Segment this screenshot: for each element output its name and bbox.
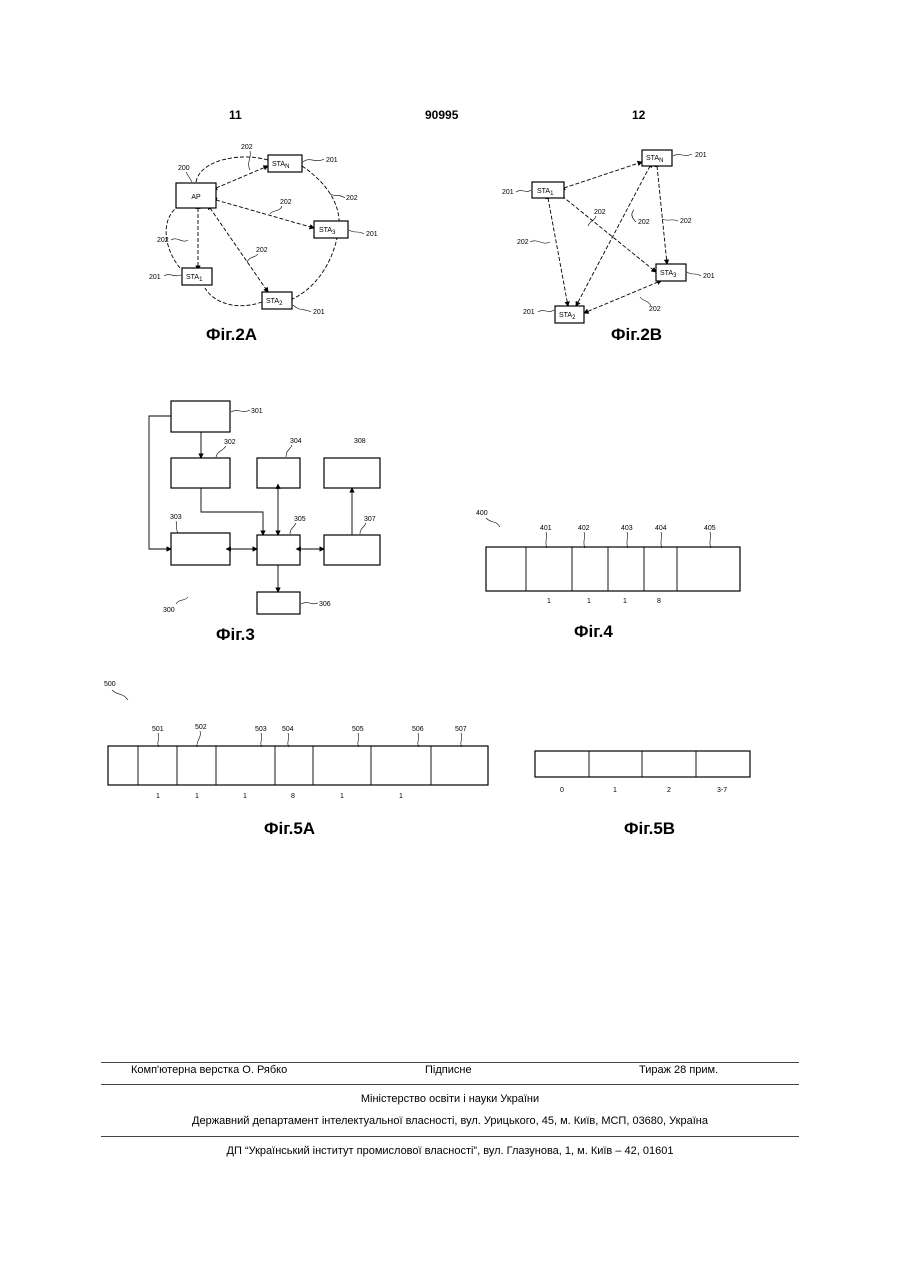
- ref-308: 308: [354, 438, 366, 445]
- typesetting-credit: Комп'ютерна верстка О. Рябко: [131, 1064, 287, 1076]
- ref-201: 201: [502, 189, 514, 196]
- ref-201: 201: [523, 309, 535, 316]
- block-305: [257, 535, 300, 565]
- block-307: [324, 535, 380, 565]
- ref-507: 507: [455, 726, 467, 733]
- ref-201: 201: [326, 157, 338, 164]
- ref-403: 403: [621, 525, 633, 532]
- ref-301: 301: [251, 408, 263, 415]
- ref-202: 202: [638, 219, 650, 226]
- ref-202: 202: [241, 144, 253, 151]
- ref-303: 303: [170, 514, 182, 521]
- ref-202: 202: [256, 247, 268, 254]
- ref-306: 306: [319, 601, 331, 608]
- ref-202: 202: [649, 306, 661, 313]
- fig3-caption: Фіг.3: [216, 625, 255, 644]
- bit-size: 1: [587, 598, 591, 605]
- fig2b-caption: Фіг.2В: [611, 325, 662, 344]
- frame-400: [486, 547, 740, 591]
- block-302: [171, 458, 230, 488]
- figure-5b: 0 1 2 3-7 Фіг.5В: [535, 751, 750, 838]
- ref-201: 201: [703, 273, 715, 280]
- ref-404: 404: [655, 525, 667, 532]
- block-303: [171, 533, 230, 565]
- department-line: Державний департамент інтелектуальної вл…: [101, 1115, 799, 1127]
- ref-300: 300: [163, 607, 175, 614]
- ref-502: 502: [195, 724, 207, 731]
- bit-size: 1: [623, 598, 627, 605]
- ref-202: 202: [594, 209, 606, 216]
- ref-503: 503: [255, 726, 267, 733]
- ref-202: 202: [280, 199, 292, 206]
- figure-2a: AP 200 STAN STA3 STA1 STA2 201 201 201 2…: [149, 144, 378, 344]
- ref-302: 302: [224, 439, 236, 446]
- block-306: [257, 592, 300, 614]
- bit-size: 1: [243, 793, 247, 800]
- ref-401: 401: [540, 525, 552, 532]
- bit-size: 8: [657, 598, 661, 605]
- fig4-caption: Фіг.4: [574, 622, 613, 641]
- signed-note: Підписне: [425, 1064, 472, 1076]
- ref-305: 305: [294, 516, 306, 523]
- bit-label: 2: [667, 787, 671, 794]
- bit-size: 1: [547, 598, 551, 605]
- ref-200: 200: [178, 165, 190, 172]
- bit-label: 0: [560, 787, 564, 794]
- footer-rule: [101, 1062, 799, 1063]
- bit-label: 3-7: [717, 787, 727, 794]
- bit-label: 1: [613, 787, 617, 794]
- circulation-note: Тираж 28 прим.: [639, 1064, 718, 1076]
- figure-sheet: AP 200 STAN STA3 STA1 STA2 201 201 201 2…: [0, 0, 901, 900]
- figure-5a: 500 501 502 503 504 505 506 507 1 1 1 8 …: [104, 681, 488, 838]
- ref-307: 307: [364, 516, 376, 523]
- ref-505: 505: [352, 726, 364, 733]
- ap-label: AP: [191, 194, 201, 201]
- ref-202: 202: [517, 239, 529, 246]
- ref-201: 201: [366, 231, 378, 238]
- block-301: [171, 401, 230, 432]
- footer-rule: [101, 1084, 799, 1085]
- ref-202: 202: [157, 237, 169, 244]
- fig5b-caption: Фіг.5В: [624, 819, 675, 838]
- bit-size: 1: [340, 793, 344, 800]
- ref-304: 304: [290, 438, 302, 445]
- institute-line: ДП “Український інститут промислової вла…: [101, 1145, 799, 1157]
- footer-rule: [101, 1136, 799, 1137]
- ref-506: 506: [412, 726, 424, 733]
- ref-504: 504: [282, 726, 294, 733]
- ref-201: 201: [149, 274, 161, 281]
- ref-201: 201: [695, 152, 707, 159]
- bit-size: 1: [195, 793, 199, 800]
- figure-2b: STAN STA1 STA3 STA2 201 201 201 201 202 …: [502, 150, 715, 344]
- ref-405: 405: [704, 525, 716, 532]
- block-308: [324, 458, 380, 488]
- ref-201: 201: [313, 309, 325, 316]
- bit-size: 1: [399, 793, 403, 800]
- fig2a-caption: Фіг.2А: [206, 325, 257, 344]
- bit-size: 1: [156, 793, 160, 800]
- ref-402: 402: [578, 525, 590, 532]
- ref-202: 202: [680, 218, 692, 225]
- block-304: [257, 458, 300, 488]
- ref-202: 202: [346, 195, 358, 202]
- bit-size: 8: [291, 793, 295, 800]
- frame-5b: [535, 751, 750, 777]
- ministry-line: Міністерство освіти і науки України: [101, 1093, 799, 1105]
- figure-4: 400 401 402 403 404 405 1 1 1 8 Фіг.4: [476, 510, 740, 641]
- ref-501: 501: [152, 726, 164, 733]
- ref-400: 400: [476, 510, 488, 517]
- figure-3: 301 302 304 308 303 305 307 306 300 Фіг.…: [149, 401, 380, 644]
- ref-500: 500: [104, 681, 116, 688]
- fig5a-caption: Фіг.5А: [264, 819, 315, 838]
